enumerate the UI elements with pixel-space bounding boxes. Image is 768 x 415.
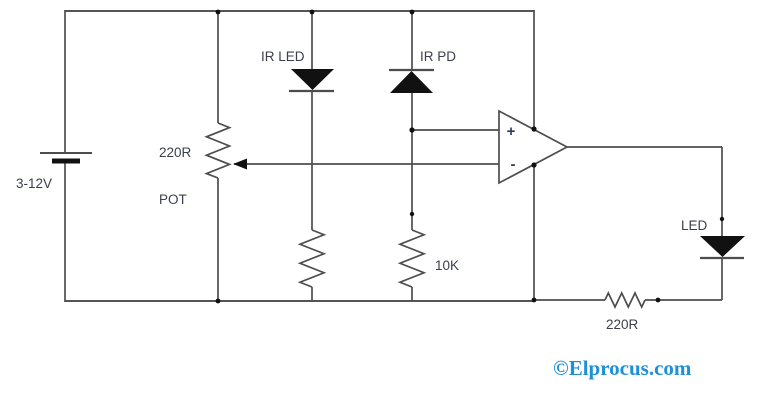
junction-dot [409,211,415,217]
output-resistor-symbol [604,291,646,309]
battery-symbol [40,152,92,164]
pot-wiper-arrow [233,158,247,170]
pulldown-resistor-label: 10K [435,258,459,273]
pot-name-label: POT [159,192,187,207]
junction-dot [215,9,221,15]
pulldown-resistor-symbol [397,229,427,288]
ir-led-anode-triangle [291,69,334,90]
ir-pd-anode-triangle [390,71,433,93]
potentiometer-symbol [204,122,247,179]
pot-resistor-zigzag [204,122,232,179]
junction-dot [719,216,725,222]
junction-dot [531,297,537,303]
junction-dot [215,298,221,304]
junction-dot [531,162,537,168]
watermark-text: ©Elprocus.com [553,356,692,380]
junction-dot [531,126,537,132]
ir-pd-label: IR PD [420,49,456,64]
ir-led-series-resistor-symbol [297,229,327,288]
opamp-minus-label: - [511,156,516,173]
ir-pd-symbol [389,68,434,93]
output-led-label: LED [681,218,708,233]
ir-led-label: IR LED [261,49,305,64]
opamp-plus-label: + [507,123,516,140]
junction-dot [409,127,415,133]
junction-dot [655,297,661,303]
output-resistor-label: 220R [606,317,639,332]
ir-led-symbol [289,69,334,93]
battery-label: 3-12V [16,176,52,191]
junction-dots [215,9,725,304]
output-led-symbol [700,236,745,260]
junction-dot [309,9,315,15]
opamp-triangle [498,109,569,185]
output-led-anode-triangle [700,236,745,257]
pot-value-label: 220R [159,145,192,160]
opamp-symbol: + - [498,109,569,185]
junction-dot [409,9,415,15]
wires [64,10,723,302]
